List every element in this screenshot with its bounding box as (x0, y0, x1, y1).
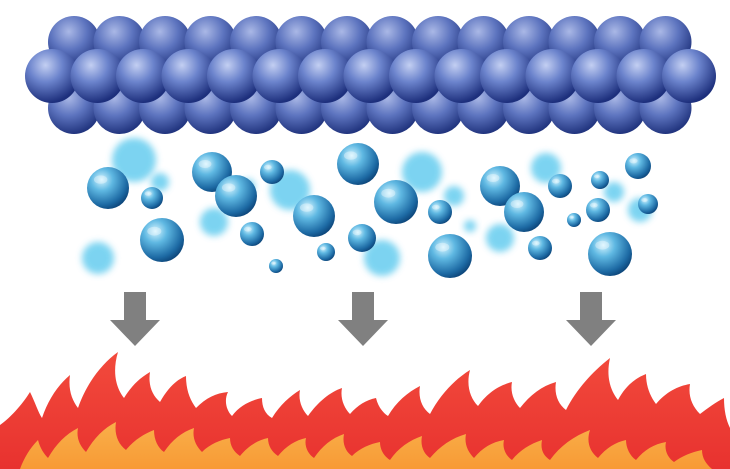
droplet-highlight (595, 240, 610, 250)
sphere-lattice-icon (25, 16, 716, 134)
droplet-highlight (243, 226, 252, 232)
vapor-blob (444, 186, 464, 206)
arrow-down-icon (338, 292, 388, 346)
sphere (434, 49, 489, 103)
water-droplet-icon (293, 195, 335, 237)
sphere (116, 49, 170, 103)
water-droplet-icon (140, 218, 184, 262)
water-droplet-icon (625, 153, 651, 179)
water-droplet-icon (348, 224, 376, 252)
water-droplet-icon (337, 143, 379, 185)
sphere (25, 49, 79, 103)
vapor-blob (604, 182, 624, 202)
water-droplet-icon (374, 180, 418, 224)
arrow-group (110, 292, 616, 346)
water-droplet-icon (215, 175, 257, 217)
droplet-highlight (629, 158, 638, 164)
vapor-blob (464, 220, 476, 232)
droplet-highlight (352, 229, 362, 236)
droplet-highlight (569, 215, 574, 219)
droplet-highlight (271, 261, 276, 265)
droplet-highlight (551, 178, 560, 184)
water-droplet-icon (428, 234, 472, 278)
droplet-highlight (381, 188, 396, 198)
arrow-down-icon (110, 292, 160, 346)
sphere (480, 49, 534, 103)
droplet-highlight (589, 202, 598, 208)
droplet-highlight (486, 174, 500, 182)
water-droplet-icon (260, 160, 284, 184)
water-droplet-icon (317, 243, 335, 261)
water-droplet-icon (586, 198, 610, 222)
water-droplet-icon (428, 200, 452, 224)
sphere (389, 49, 443, 103)
droplet-highlight (93, 175, 108, 184)
sphere (525, 49, 580, 103)
vapor-blob (364, 240, 400, 276)
droplet-highlight (641, 198, 648, 202)
sphere (298, 49, 352, 103)
water-droplet-icon (548, 174, 572, 198)
sphere (662, 49, 716, 103)
sphere (70, 49, 125, 103)
water-droplet-icon (87, 167, 129, 209)
vapor-blob (402, 152, 442, 192)
water-droplet-icon (588, 232, 632, 276)
vapor-blob (200, 208, 228, 236)
sphere (571, 49, 625, 103)
water-droplet-icon (480, 166, 520, 206)
vapor-blob (82, 242, 114, 274)
water-droplet-icon (240, 222, 264, 246)
water-droplet-icon (591, 171, 609, 189)
flame-inner (20, 422, 712, 469)
droplet-highlight (144, 191, 152, 196)
droplet-highlight (343, 151, 358, 160)
droplet-highlight (435, 242, 450, 252)
sphere (161, 49, 216, 103)
sphere (343, 49, 398, 103)
water-droplet-icon (528, 236, 552, 260)
water-droplet-icon (269, 259, 283, 273)
sphere (207, 49, 261, 103)
vapor-blob (112, 138, 156, 182)
vapor-blob (486, 224, 514, 252)
vapor-blob (151, 173, 169, 191)
sphere (616, 49, 671, 103)
water-droplet-icon (141, 187, 163, 209)
sphere (252, 49, 307, 103)
droplet-highlight (510, 200, 524, 208)
droplet-highlight (147, 226, 162, 236)
water-droplet-icon (567, 213, 581, 227)
water-droplet-icon (504, 192, 544, 232)
droplet-highlight (299, 203, 314, 212)
droplet-highlight (198, 160, 212, 168)
droplet-highlight (431, 204, 440, 210)
droplet-highlight (221, 183, 236, 192)
droplet-highlight (593, 174, 600, 179)
droplet-highlight (531, 240, 540, 246)
water-droplet-group (87, 143, 658, 278)
droplet-highlight (319, 246, 326, 251)
vapor-blob (531, 153, 561, 183)
flame-icon (0, 352, 730, 469)
arrow-down-icon (566, 292, 616, 346)
water-droplet-icon (638, 194, 658, 214)
droplet-highlight (263, 164, 272, 170)
